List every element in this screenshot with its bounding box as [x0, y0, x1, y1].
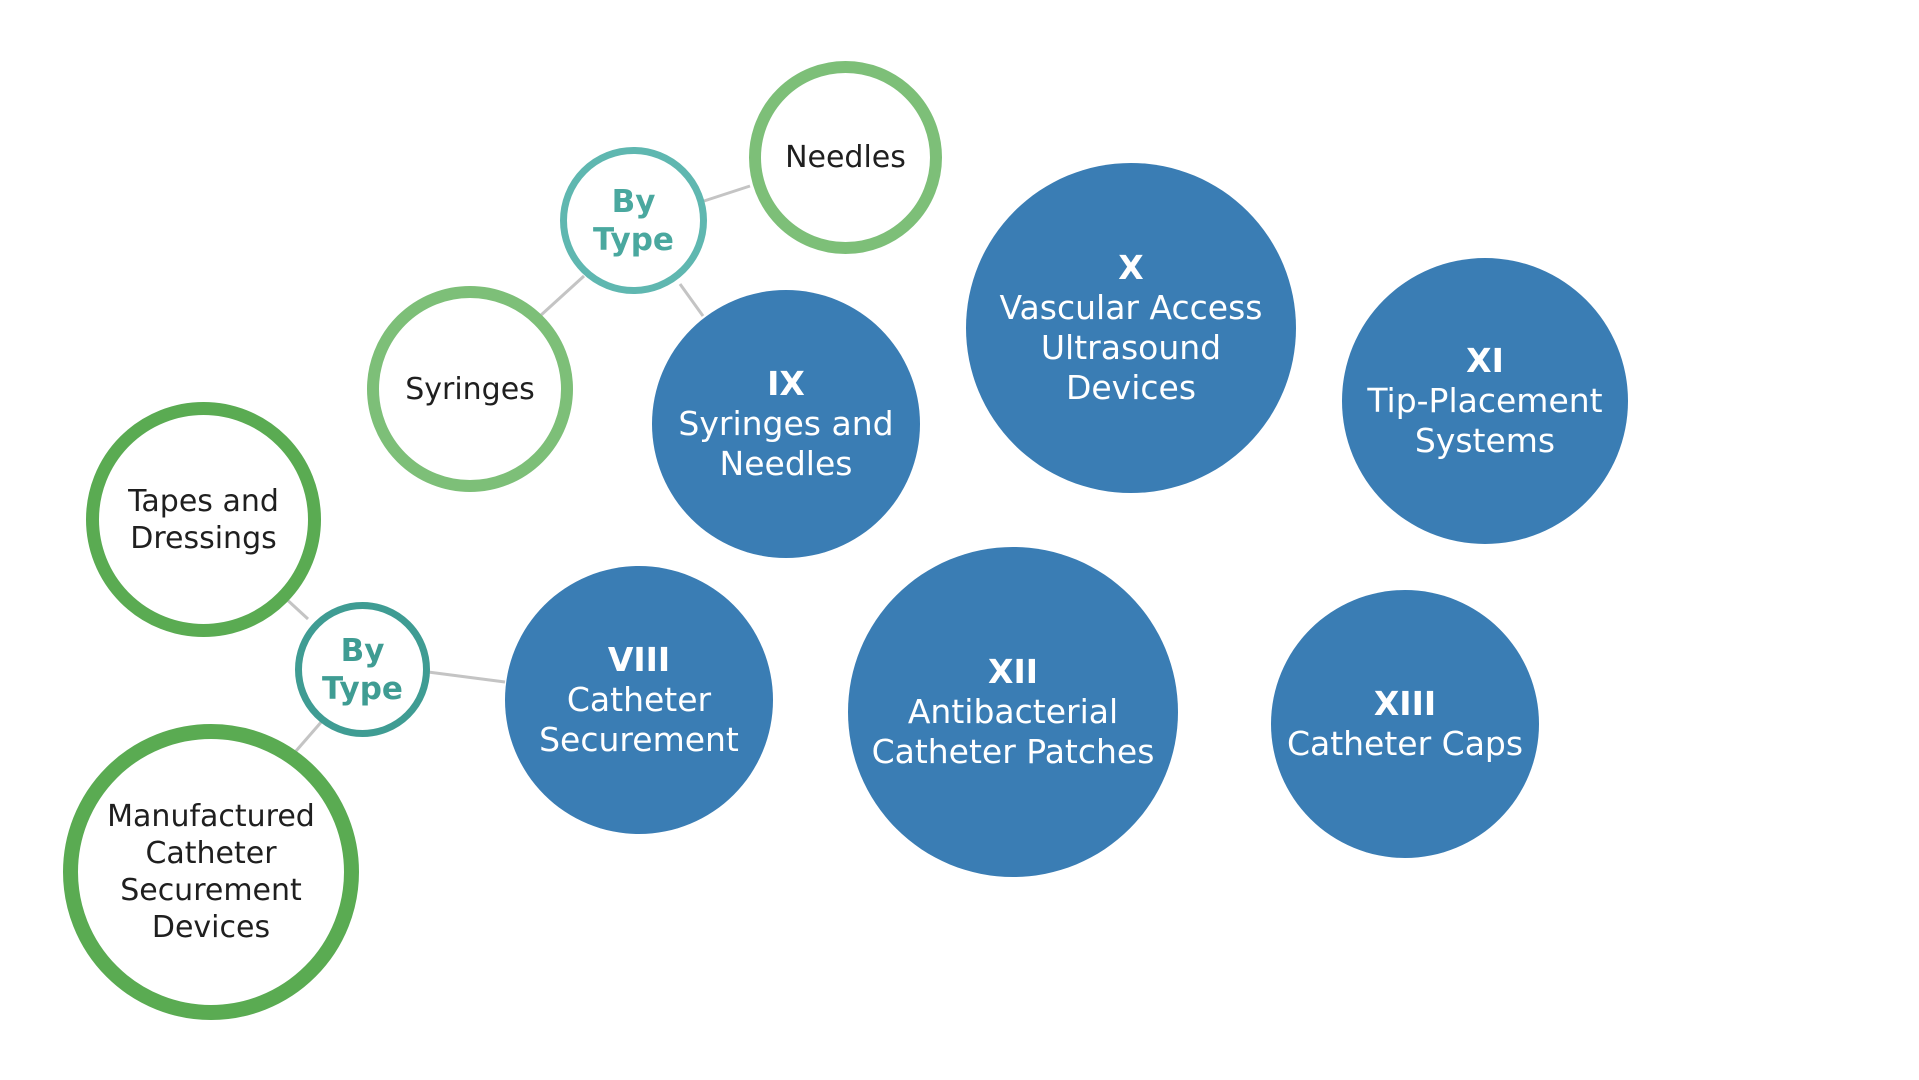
category-numeral: X [1118, 248, 1144, 287]
connector-type-upper-to-needles [703, 184, 751, 203]
category-numeral: VIII [607, 640, 671, 679]
connector-type-lower-to-category-viii [427, 670, 506, 684]
connector-type-lower-to-devices [294, 719, 325, 752]
connector-type-upper-to-category-ix [678, 283, 705, 317]
category-label: Antibacterial Catheter Patches [871, 692, 1155, 771]
category-numeral: IX [767, 364, 805, 403]
category-node-ix: IX Syringes and Needles [652, 290, 920, 558]
connector-type-upper-to-syringes [538, 274, 586, 318]
category-node-xiii: XIII Catheter Caps [1271, 590, 1539, 858]
category-numeral: XII [988, 652, 1038, 691]
category-label: Tip-Placement Systems [1367, 381, 1603, 460]
category-numeral: XIII [1373, 684, 1437, 723]
category-numeral: XI [1466, 341, 1504, 380]
category-label: Vascular Access Ultrasound Devices [999, 288, 1263, 407]
category-node-xi: XI Tip-Placement Systems [1342, 258, 1628, 544]
leaf-node-tapes-and-dressings: Tapes and Dressings [86, 402, 321, 637]
category-node-viii: VIII Catheter Securement [505, 566, 773, 834]
category-label: Catheter Securement [539, 680, 739, 759]
category-label: Catheter Caps [1286, 724, 1524, 763]
type-node-lower: By Type [295, 602, 430, 737]
category-node-xii: XII Antibacterial Catheter Patches [848, 547, 1178, 877]
leaf-node-manufactured-catheter-securement-devices: Manufactured Catheter Securement Devices [63, 724, 359, 1020]
leaf-node-syringes: Syringes [367, 286, 573, 492]
leaf-node-needles: Needles [749, 61, 942, 254]
category-node-x: X Vascular Access Ultrasound Devices [966, 163, 1296, 493]
category-label: Syringes and Needles [678, 404, 894, 483]
type-node-upper: By Type [560, 147, 707, 294]
